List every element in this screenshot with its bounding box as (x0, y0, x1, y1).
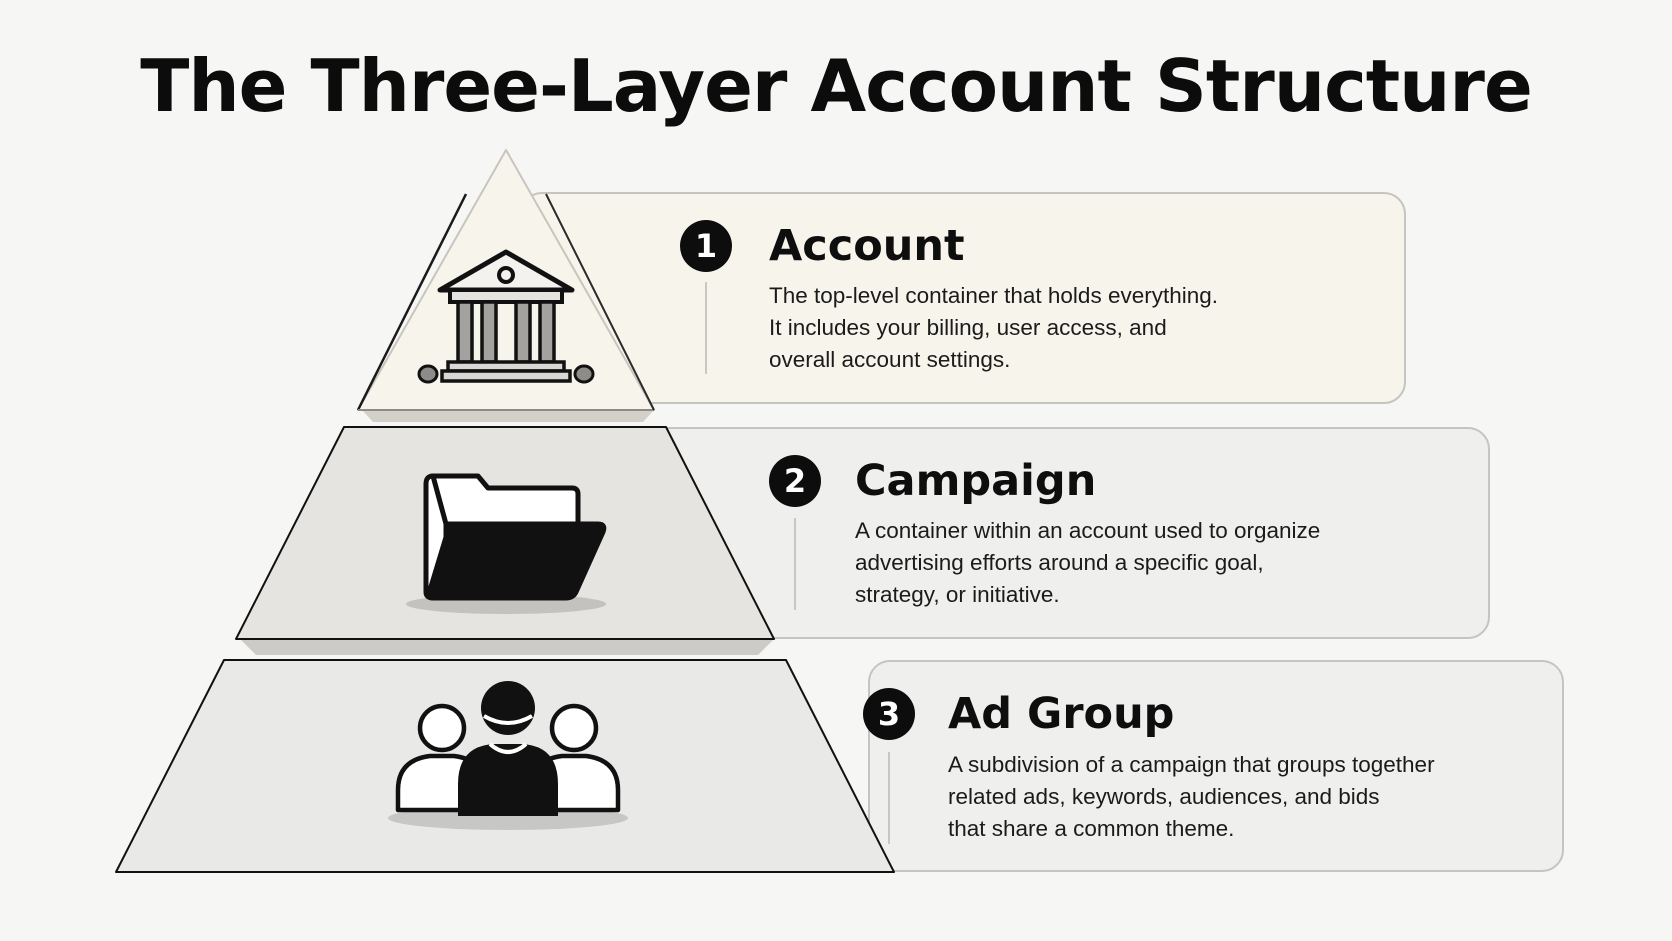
layer-title-account: Account (769, 221, 965, 271)
description-line: A subdivision of a campaign that groups … (948, 752, 1435, 777)
layer-divider (888, 752, 890, 844)
layer-number-badge: 1 (680, 220, 732, 272)
layer-number-badge: 3 (863, 688, 915, 740)
layer-title-ad-group: Ad Group (948, 689, 1175, 739)
layer-card-ad-group (868, 660, 1564, 872)
description-line: overall account settings. (769, 347, 1011, 372)
description-line: that share a common theme. (948, 816, 1235, 841)
pyramid-tier-ad-group (115, 659, 895, 873)
description-line: strategy, or initiative. (855, 582, 1060, 607)
description-line: The top-level container that holds every… (769, 283, 1219, 308)
description-line: advertising efforts around a specific go… (855, 550, 1264, 575)
diagram-title: The Three-Layer Account Structure (140, 44, 1533, 128)
layer-divider (794, 518, 796, 610)
layer-divider (705, 282, 707, 374)
layer-description-campaign: A container within an account used to or… (855, 515, 1320, 611)
layer-title-campaign: Campaign (855, 456, 1097, 506)
description-line: related ads, keywords, audiences, and bi… (948, 784, 1380, 809)
layer-number-badge: 2 (769, 455, 821, 507)
layer-description-account: The top-level container that holds every… (769, 280, 1218, 376)
layer-description-ad-group: A subdivision of a campaign that groups … (948, 749, 1435, 845)
layer-card-account (520, 192, 1406, 404)
description-line: A container within an account used to or… (855, 518, 1321, 543)
description-line: It includes your billing, user access, a… (769, 315, 1167, 340)
